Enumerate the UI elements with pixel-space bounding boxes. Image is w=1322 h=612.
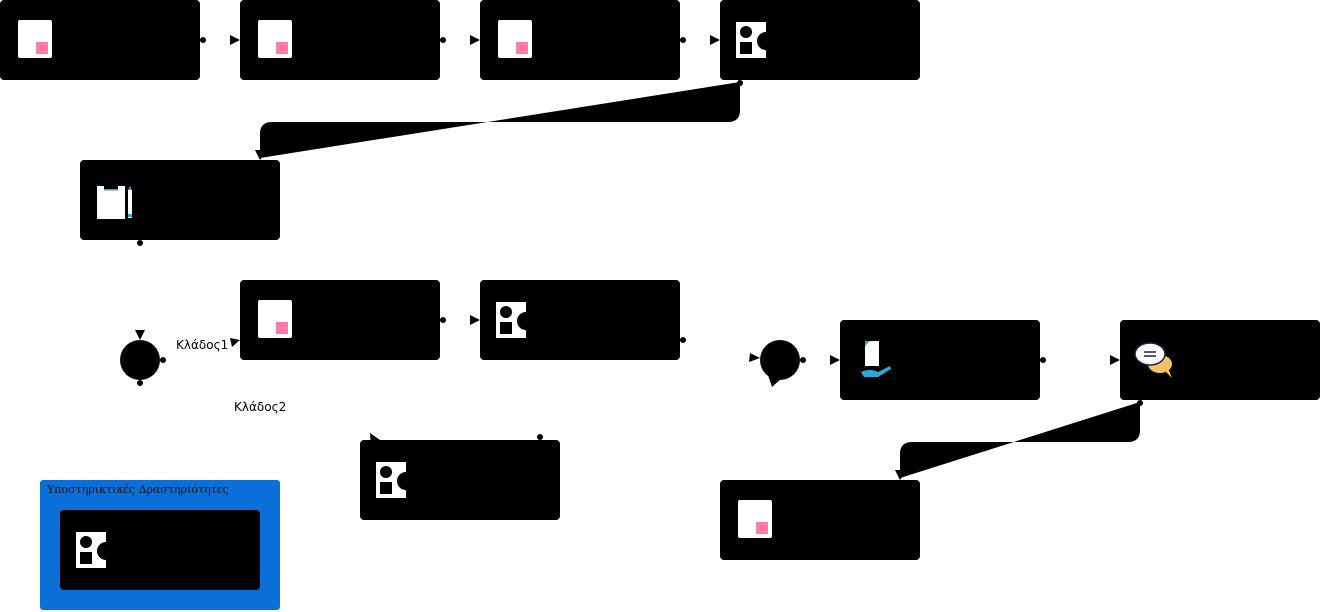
document-icon: [258, 300, 292, 338]
task-handover[interactable]: [840, 320, 1040, 400]
shapes-icon: [376, 462, 415, 498]
task-3[interactable]: [480, 0, 680, 80]
connector-a4-to-b: [260, 82, 740, 158]
shapes-icon: [496, 302, 535, 338]
document-icon: [258, 20, 292, 58]
shapes-icon: [736, 22, 775, 58]
task-2[interactable]: [240, 0, 440, 80]
task-4[interactable]: [720, 0, 920, 80]
task-branch2[interactable]: [360, 440, 560, 520]
support-activities-group: Υποστηρικτικές Δραστηριότητες: [40, 480, 280, 610]
arrowhead: [255, 150, 267, 160]
document-icon: [18, 20, 52, 58]
task-support[interactable]: [60, 510, 260, 590]
arrowhead: [895, 470, 907, 480]
task-communication[interactable]: [1120, 320, 1320, 400]
chat-bubbles-icon: [1134, 342, 1172, 378]
hand-document-icon: [861, 341, 891, 377]
branch1-label: Κλάδος1: [176, 338, 229, 352]
gateway: [120, 340, 160, 380]
intermediate-event: [760, 340, 800, 380]
group-label: Υποστηρικτικές Δραστηριότητες: [47, 483, 229, 496]
shapes-icon: [76, 532, 115, 568]
clipboard-pencil-icon: [97, 184, 132, 219]
task-checklist[interactable]: [80, 160, 280, 240]
task-branch1-2[interactable]: [480, 280, 680, 360]
connector-e-to-f: [900, 402, 1140, 478]
task-final[interactable]: [720, 480, 920, 560]
branch2-label: Κλάδος2: [234, 400, 287, 414]
document-icon: [738, 500, 772, 538]
document-icon: [498, 20, 532, 58]
task-branch1-1[interactable]: [240, 280, 440, 360]
task-1[interactable]: [0, 0, 200, 80]
